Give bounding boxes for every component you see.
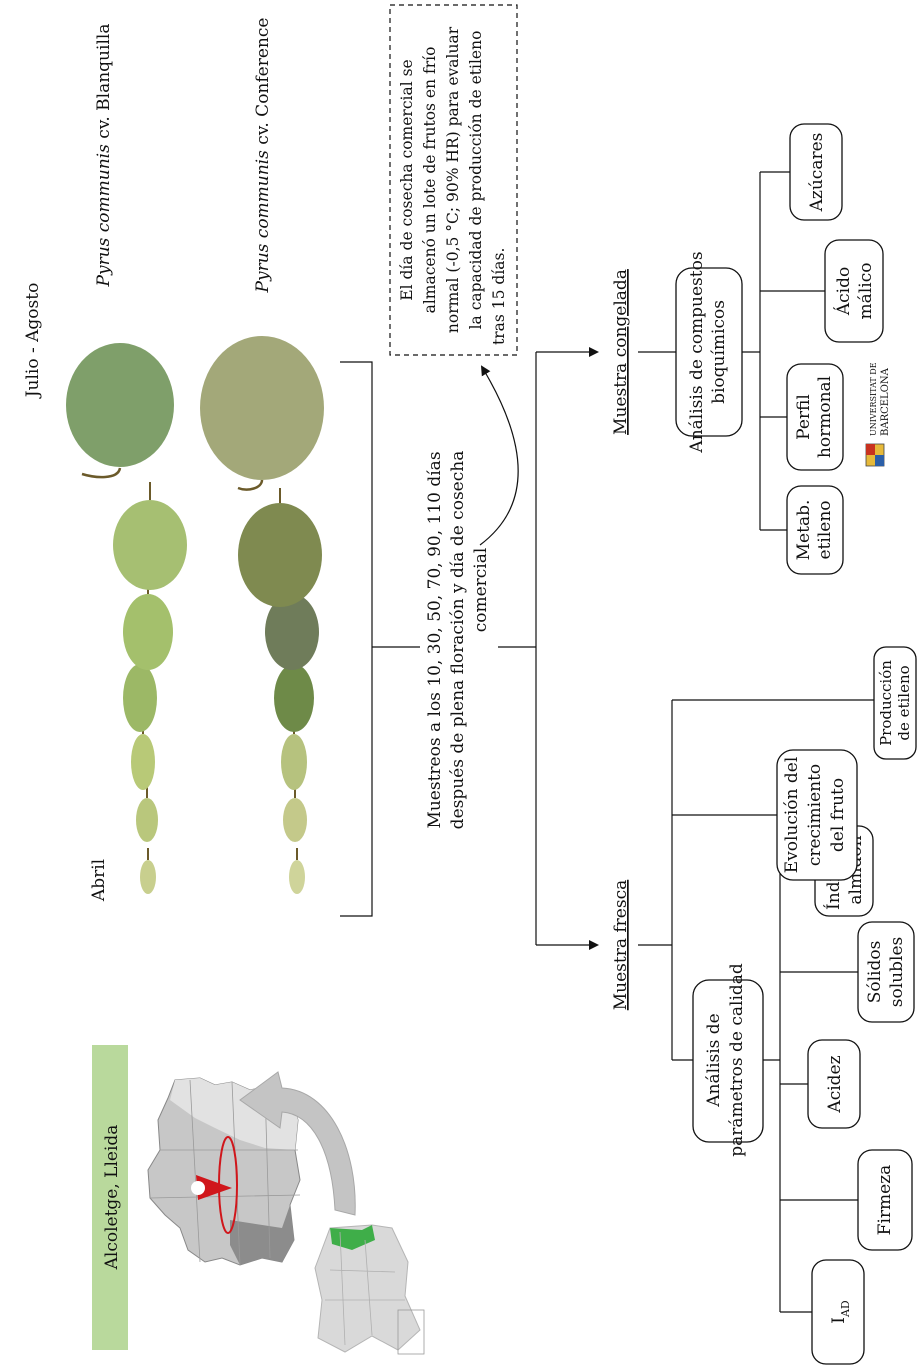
pear-icon [283,785,307,842]
storage-note-line2: almacenó un lote de frutos en frío [421,47,439,314]
pear-icon [200,336,324,490]
storage-note-line1: El día de cosecha comercial se [398,59,416,300]
pear-icon [238,488,322,607]
svg-text:hormonal: hormonal [815,376,835,458]
timeline-start-label: Abril [89,859,109,902]
biochemical-analysis-box: Análisis de compuestos bioquímicos [676,251,742,453]
sampling-text-line2: después de plena floración y día de cose… [448,451,468,830]
svg-text:Producción: Producción [877,660,895,746]
storage-note: El día de cosecha comercial se almacenó … [390,5,517,355]
sampling-text-line3: comercial [471,548,491,633]
pear-icon [123,578,173,670]
university-crest-icon [866,444,884,466]
sampling-text-line1: Muestreos a los 10, 30, 50, 70, 90, 110 … [425,451,445,828]
frozen-sample-title: Muestra congelada [611,269,631,435]
ethylene-production-box: Producción de etileno [874,647,916,759]
pear-icon [140,848,156,894]
quality-analysis-box: Análisis de parámetros de calidad [693,963,763,1157]
soluble-solids-box: Sólidos solubles [858,922,914,1022]
blanquilla-pears [66,343,187,894]
pear-icon [289,848,305,894]
malic-acid-box: Ácido málico [825,240,883,342]
location-text: Alcoletge, Lleida [102,1125,122,1271]
svg-text:UNIVERSITAT DE: UNIVERSITAT DE [869,362,878,436]
fresh-sample-title: Muestra fresca [611,880,631,1011]
svg-text:Análisis de: Análisis de [704,1013,724,1107]
svg-text:BARCELONA: BARCELONA [880,367,891,436]
svg-text:de etileno: de etileno [895,665,913,740]
hormonal-profile-box: Perfil hormonal [787,364,843,470]
svg-text:Análisis de compuestos: Análisis de compuestos [687,251,707,453]
storage-note-line4: la capacidad de producción de etileno [467,31,485,330]
svg-text:Azúcares: Azúcares [807,133,827,213]
arrow-to-storage-note [480,367,518,545]
pear-icon [136,785,158,842]
fruit-growth-box: Evolución del crecimiento del fruto [777,750,857,880]
conference-label: Pyrus communis cv. Conference [253,18,273,294]
svg-text:Sólidos: Sólidos [865,941,885,1004]
svg-text:Metab.: Metab. [794,500,814,561]
blanquilla-label: Pyrus communis cv. Blanquilla [94,24,114,288]
svg-text:Firmeza: Firmeza [875,1165,895,1236]
pear-icon [66,343,174,477]
svg-text:Evolución del: Evolución del [782,757,802,874]
iad-box: IAD [812,1260,864,1364]
svg-text:etileno: etileno [815,500,835,559]
svg-text:crecimiento: crecimiento [805,764,825,866]
svg-text:Perfil: Perfil [794,394,814,440]
acidity-box: Acidez [808,1040,860,1128]
firmness-box: Firmeza [858,1150,912,1250]
svg-text:parámetros de calidad: parámetros de calidad [727,963,747,1157]
storage-note-line5: tras 15 días. [490,248,508,345]
sugars-box: Azúcares [790,124,842,220]
svg-text:bioquímicos: bioquímicos [709,300,729,404]
pear-icon [113,482,187,590]
svg-text:málico: málico [856,263,876,320]
svg-text:del fruto: del fruto [828,778,848,852]
sampling-bracket [340,362,420,916]
university-logo: UNIVERSITAT DE BARCELONA [866,362,891,466]
location-label: Alcoletge, Lleida [92,1045,128,1350]
metab-ethylene-box: Metab. etileno [787,486,843,574]
svg-text:Acidez: Acidez [825,1055,845,1113]
svg-text:solubles: solubles [887,937,907,1007]
svg-text:Ácido: Ácido [833,267,854,316]
conference-pears [200,336,324,894]
catalonia-map [315,1225,424,1354]
timeline-end-label: Julio - Agosto [23,283,43,400]
storage-note-line3: normal (-0,5 °C; 90% HR) para evaluar [444,26,462,333]
